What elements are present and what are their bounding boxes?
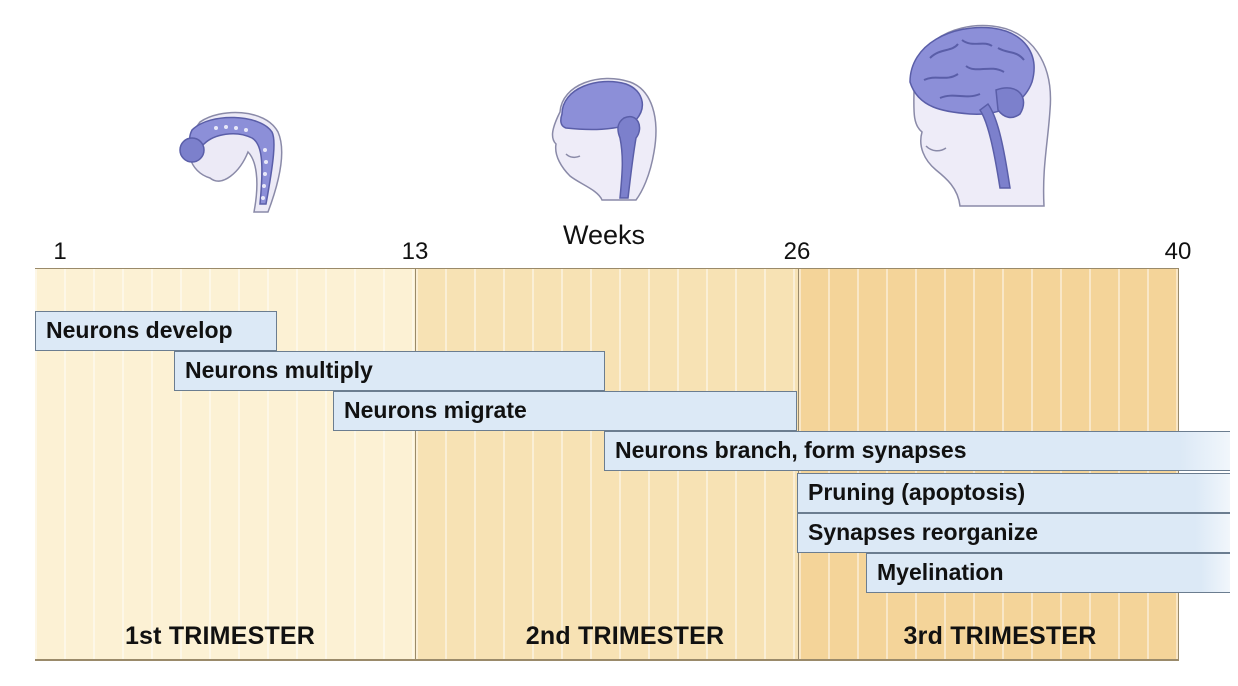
tick-week-1: 1 — [53, 238, 67, 265]
phase-bar-myelination: Myelination — [866, 553, 1230, 593]
phase-bar-neurons-develop: Neurons develop — [35, 311, 277, 351]
trimester-2-label: 2nd TRIMESTER — [525, 622, 725, 650]
phase-bar-neurons-branch: Neurons branch, form synapses — [604, 431, 1230, 471]
trimester-3-label: 3rd TRIMESTER — [903, 622, 1097, 650]
timeline-top-rule — [35, 268, 1179, 269]
infant-head-icon — [909, 24, 1052, 207]
fetus-head-icon — [551, 77, 657, 201]
phase-bar-neurons-multiply: Neurons multiply — [174, 351, 605, 391]
tick-week-26: 26 — [783, 238, 811, 265]
tick-week-13: 13 — [401, 238, 429, 265]
axis-label: Weeks — [562, 220, 646, 250]
phase-bar-synapses-reorganize: Synapses reorganize — [797, 513, 1230, 553]
trimester-1-label: 1st TRIMESTER — [124, 622, 316, 650]
phase-bar-pruning: Pruning (apoptosis) — [797, 473, 1230, 513]
timeline-bottom-rule — [35, 659, 1179, 661]
tick-week-40: 40 — [1164, 238, 1192, 265]
phase-bar-neurons-migrate: Neurons migrate — [333, 391, 797, 431]
embryo-head-icon — [179, 111, 283, 213]
